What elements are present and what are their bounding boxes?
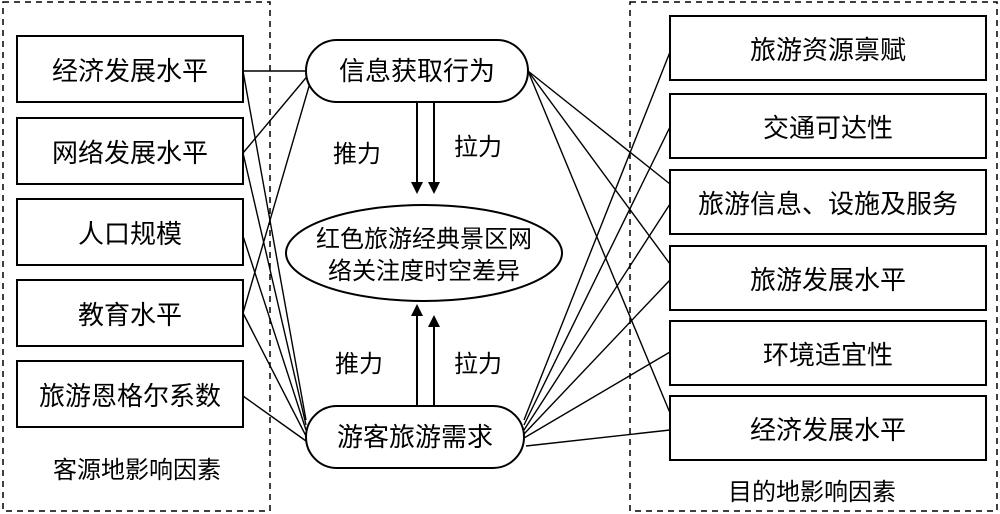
origin-factor-box xyxy=(16,117,244,185)
destination-factor-box xyxy=(669,395,987,461)
connector-demand-to-development xyxy=(523,279,671,435)
upper-pull-label: 拉力 xyxy=(454,133,502,161)
destination-factor-box xyxy=(669,169,987,235)
destination-factor-box xyxy=(669,245,987,311)
destination-factor-box xyxy=(669,93,987,159)
origin-factor-list: 经济发展水平 网络发展水平 人口规模 教育水平 旅游恩格尔系数 xyxy=(16,35,244,428)
connector-network-to-demand xyxy=(242,152,307,426)
destination-factor-box xyxy=(669,320,987,386)
origin-factor-box xyxy=(16,279,244,347)
connector-engel-to-demand xyxy=(242,395,307,442)
destination-factor-box xyxy=(669,15,987,81)
center-topic-line2: 络关注度时空差异 xyxy=(328,257,520,285)
origin-factor-box xyxy=(16,360,244,428)
tourist-demand-node xyxy=(305,405,525,469)
destination-factor-label: 旅游信息、设施及服务 xyxy=(698,190,958,220)
destination-factor-label: 旅游发展水平 xyxy=(750,266,906,296)
destination-group-caption: 目的地影响因素 xyxy=(728,478,896,506)
origin-factor-label: 旅游恩格尔系数 xyxy=(39,382,221,412)
center-topic-node xyxy=(285,204,563,302)
connector-demand-to-facilities xyxy=(523,203,671,431)
origin-factor-label: 经济发展水平 xyxy=(52,57,208,87)
upper-push-label: 推力 xyxy=(333,140,381,168)
connector-info-to-economy xyxy=(527,70,671,414)
destination-factor-list: 旅游资源禀赋 交通可达性 旅游信息、设施及服务 旅游发展水平 环境适宜性 经济发… xyxy=(669,15,987,461)
connector-info-to-facilities xyxy=(527,70,671,185)
tourist-demand-label: 游客旅游需求 xyxy=(337,423,493,453)
origin-factor-box xyxy=(16,35,244,103)
info-behavior-label: 信息获取行为 xyxy=(339,57,495,87)
center-topic-line1: 红色旅游经典景区网 xyxy=(316,225,532,253)
origin-factor-label: 网络发展水平 xyxy=(52,139,208,169)
connector-population-to-demand xyxy=(242,235,307,431)
destination-factor-label: 经济发展水平 xyxy=(750,416,906,446)
origin-factor-box xyxy=(16,198,244,266)
origin-group-caption: 客源地影响因素 xyxy=(53,456,221,484)
connector-demand-to-traffic xyxy=(523,126,671,426)
connector-demand-to-environment xyxy=(523,351,671,439)
destination-factor-label: 交通可达性 xyxy=(763,114,893,144)
lower-pull-label: 拉力 xyxy=(454,350,502,378)
connector-demand-to-economy xyxy=(525,429,671,447)
origin-factor-label: 教育水平 xyxy=(78,301,182,331)
lower-push-label: 推力 xyxy=(335,350,383,378)
info-behavior-node xyxy=(305,39,529,103)
destination-factor-label: 环境适宜性 xyxy=(763,341,893,371)
connector-network-to-info xyxy=(242,72,311,154)
connector-economy-to-demand xyxy=(242,70,307,421)
destination-group-frame xyxy=(629,1,998,512)
destination-factor-label: 旅游资源禀赋 xyxy=(750,36,906,66)
connector-education-to-demand xyxy=(242,312,307,437)
connector-info-to-development xyxy=(527,70,671,265)
origin-group-frame xyxy=(2,1,271,512)
connector-demand-to-resources xyxy=(523,51,671,421)
origin-factor-label: 人口规模 xyxy=(78,220,182,250)
connector-lines xyxy=(242,51,671,447)
